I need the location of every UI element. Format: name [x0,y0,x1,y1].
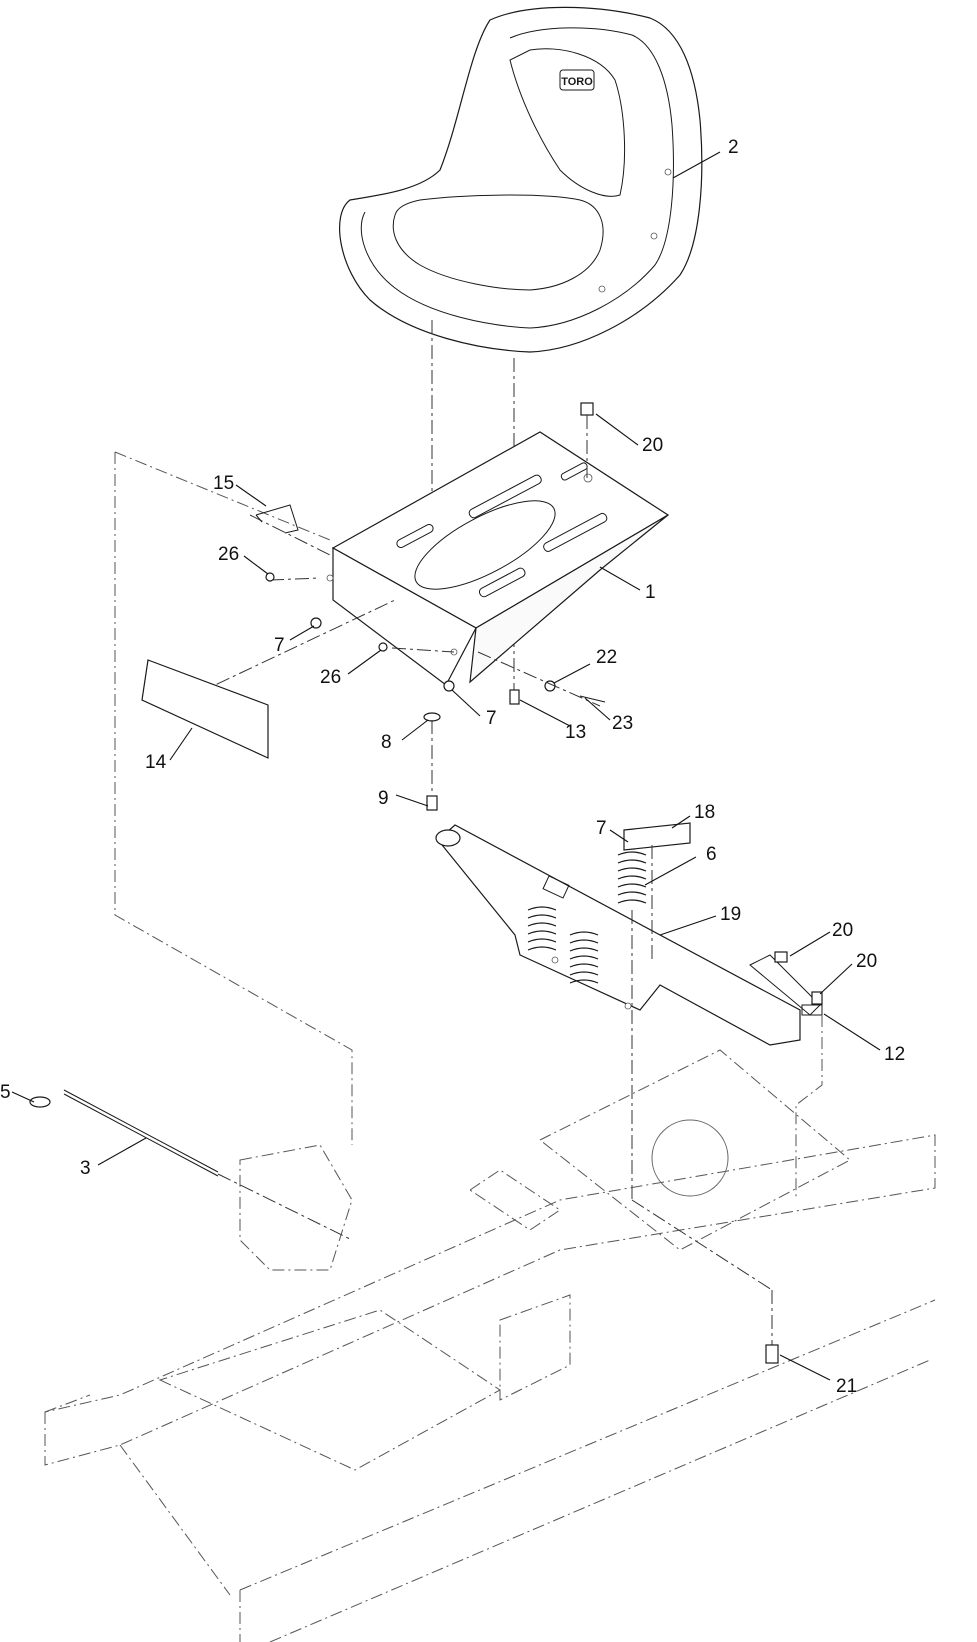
seat-suspension-bracket [435,824,821,1046]
callout-18: 18 [694,802,715,823]
bolt-21 [765,1344,779,1364]
bolt-26-upper [265,572,275,582]
washer-8 [423,712,441,722]
callout-14: 14 [145,752,167,773]
callout-5: 5 [0,1082,11,1103]
callout-3: 3 [80,1158,91,1179]
callout-13: 12 [884,1044,905,1065]
washer-7-left [310,617,322,629]
callout-21: 21 [836,1376,857,1397]
callout-22: 22 [596,647,617,668]
callout-1: 1 [645,582,656,603]
bolt-20-top [580,402,594,416]
callout-6: 6 [706,844,717,865]
frame-outline [114,451,353,1145]
nut-12 [509,689,520,705]
callout-15: 15 [213,473,234,494]
spring-left [527,906,599,984]
bolt-9 [426,795,438,811]
hitch-pin [255,504,299,534]
rod-3 [63,1089,219,1173]
callout-7-center: 7 [486,708,497,729]
callout-26-upper: 26 [218,544,239,565]
seat-mounting-plate [326,431,670,686]
callout-labels: 2 20 15 26 1 7 22 26 7 13 23 8 14 9 18 7… [0,137,905,1397]
chassis-frame [44,1049,936,1642]
bolt-20-bracket [811,991,823,1005]
washer-7-center [443,680,455,692]
cotter-pin-23 [579,695,606,703]
callout-2: 2 [728,137,739,158]
callout-12: 13 [565,722,586,743]
callout-20-side: 20 [832,920,853,941]
callout-7-left: 7 [274,635,285,656]
callout-20-bracket: 20 [856,951,877,972]
callout-9: 9 [378,788,389,809]
spring-6 [617,851,647,904]
decal-18 [623,822,691,851]
washer-22 [544,680,556,692]
callout-19: 19 [720,904,741,925]
callout-7-spring: 7 [596,818,607,839]
decal-14 [141,659,269,759]
leader-lines [11,151,881,1381]
callout-8: 8 [381,732,392,753]
toro-logo-badge [559,69,595,91]
bolt-20-side [774,951,788,963]
pin-5 [29,1096,51,1108]
seat-logo: TORO [561,76,593,88]
callout-26-lower: 26 [320,667,341,688]
callout-20-top: 20 [642,435,663,456]
seat: TORO [339,6,703,353]
bolt-26-lower [378,642,388,652]
callout-23: 23 [612,713,633,734]
